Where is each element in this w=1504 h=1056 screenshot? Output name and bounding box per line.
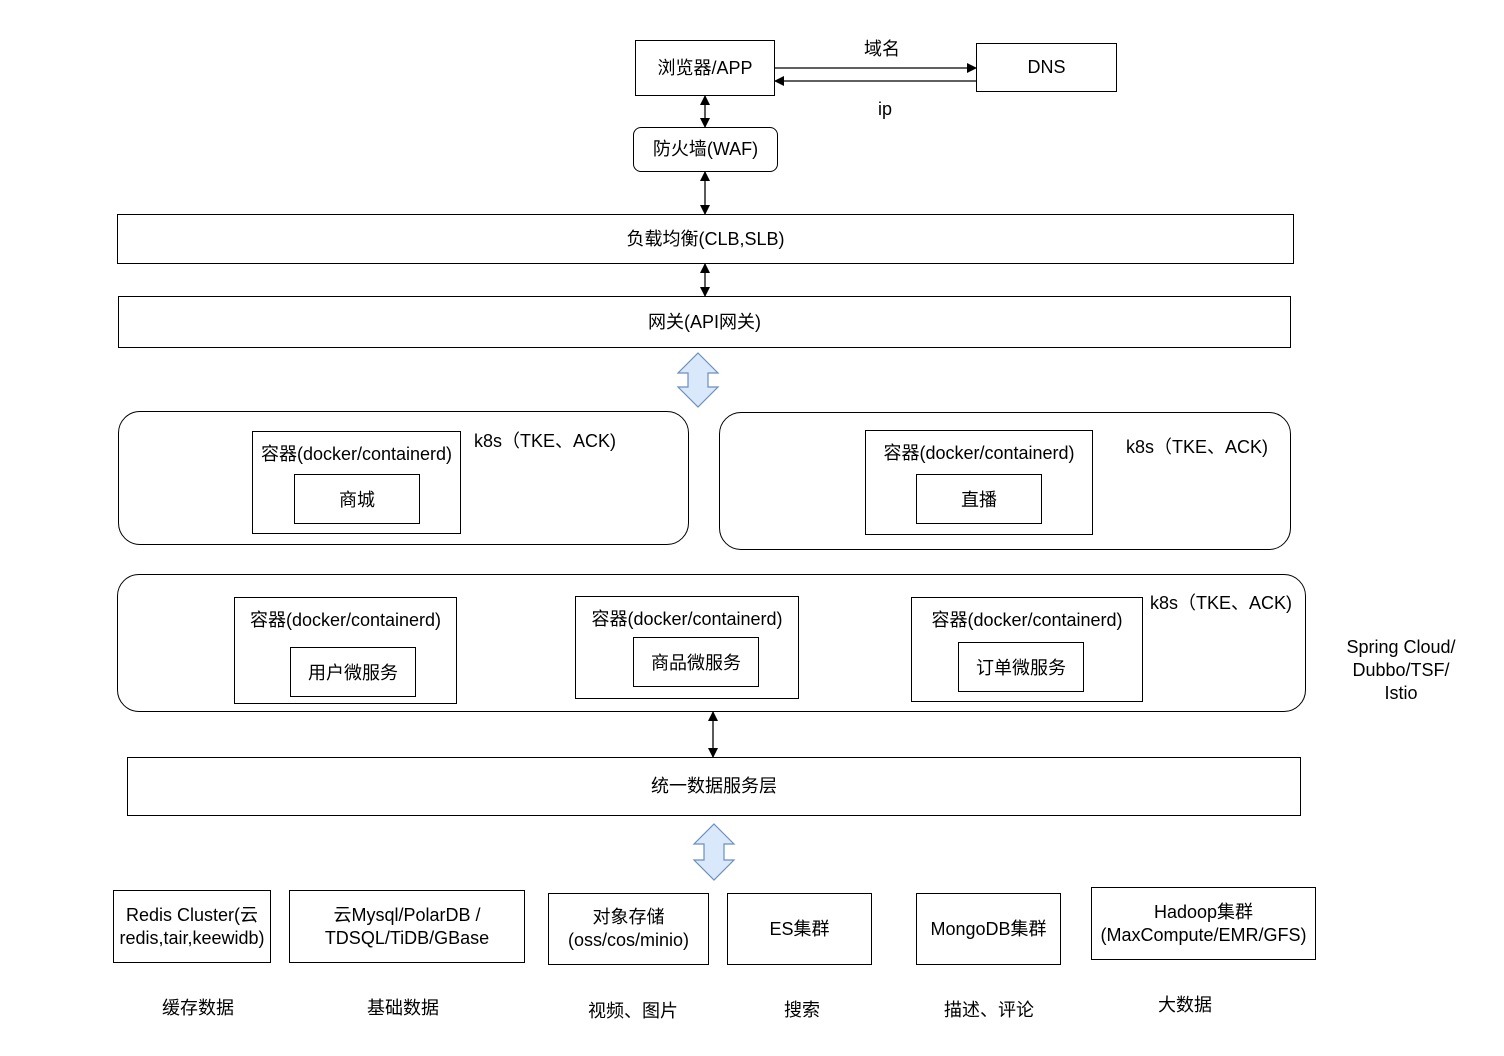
- k8s-cluster-live: k8s（TKE、ACK) 容器(docker/containerd) 直播: [719, 412, 1291, 550]
- container-live: 容器(docker/containerd) 直播: [865, 430, 1093, 535]
- caption-media: 视频、图片: [588, 1001, 678, 1021]
- caption-big-data: 大数据: [1158, 995, 1212, 1015]
- service-order-label: 订单微服务: [976, 658, 1066, 678]
- k8s-cluster-mall: k8s（TKE、ACK) 容器(docker/containerd) 商城: [118, 411, 689, 545]
- dns-box: DNS: [976, 43, 1117, 92]
- storage-object-box: 对象存储 (oss/cos/minio): [548, 893, 709, 965]
- domain-label: 域名: [864, 39, 900, 59]
- browser-app-label: 浏览器/APP: [657, 57, 753, 78]
- container-order: 容器(docker/containerd) 订单微服务: [911, 597, 1143, 702]
- service-live-label: 直播: [961, 490, 997, 510]
- service-user-label: 用户微服务: [308, 663, 398, 683]
- container-mall-title: 容器(docker/containerd): [260, 444, 453, 464]
- service-mall-label: 商城: [339, 490, 375, 510]
- container-user-title: 容器(docker/containerd): [249, 610, 442, 630]
- load-balancer-label: 负载均衡(CLB,SLB): [626, 228, 785, 249]
- container-product: 容器(docker/containerd) 商品微服务: [575, 596, 799, 699]
- service-live: 直播: [916, 474, 1042, 524]
- container-mall: 容器(docker/containerd) 商城: [252, 431, 461, 534]
- container-product-title: 容器(docker/containerd): [591, 609, 783, 629]
- k8s-cluster-live-label: k8s（TKE、ACK): [1126, 437, 1269, 457]
- storage-es-box: ES集群: [727, 893, 872, 965]
- container-user: 容器(docker/containerd) 用户微服务: [234, 597, 457, 704]
- gateway-bar: 网关(API网关): [118, 296, 1291, 348]
- service-product: 商品微服务: [633, 637, 759, 687]
- dns-label: DNS: [1027, 57, 1066, 77]
- gateway-label: 网关(API网关): [647, 311, 761, 332]
- waf-box: 防火墙(WAF): [633, 127, 778, 172]
- k8s-cluster-mall-label: k8s（TKE、ACK): [474, 431, 617, 451]
- block-arrow-data-storage: [692, 823, 736, 881]
- load-balancer-bar: 负载均衡(CLB,SLB): [117, 214, 1294, 264]
- storage-redis-box: Redis Cluster(云 redis,tair,keewidb): [113, 890, 271, 963]
- service-product-label: 商品微服务: [651, 653, 741, 673]
- container-live-title: 容器(docker/containerd): [883, 443, 1075, 463]
- data-service-bar: 统一数据服务层: [127, 757, 1301, 816]
- service-mall: 商城: [294, 474, 420, 524]
- caption-base-data: 基础数据: [367, 998, 439, 1018]
- storage-mongodb-box: MongoDB集群: [916, 893, 1061, 965]
- data-service-label: 统一数据服务层: [651, 776, 777, 796]
- caption-description-comment: 描述、评论: [944, 1000, 1034, 1020]
- ip-label: ip: [878, 99, 893, 119]
- service-user: 用户微服务: [290, 647, 416, 697]
- framework-note: Spring Cloud/ Dubbo/TSF/ Istio: [1346, 637, 1456, 703]
- k8s-cluster-microservices: k8s（TKE、ACK) 容器(docker/containerd) 用户微服务…: [117, 574, 1306, 712]
- caption-cache-data: 缓存数据: [162, 998, 234, 1018]
- block-arrow-gateway-clusters: [676, 352, 720, 408]
- container-order-title: 容器(docker/containerd): [931, 610, 1123, 630]
- browser-app-box: 浏览器/APP: [635, 40, 775, 96]
- waf-label: 防火墙(WAF): [652, 139, 759, 159]
- caption-search: 搜索: [784, 1000, 820, 1020]
- service-order: 订单微服务: [958, 642, 1084, 692]
- storage-mysql-box: 云Mysql/PolarDB / TDSQL/TiDB/GBase: [289, 890, 525, 963]
- storage-hadoop-box: Hadoop集群 (MaxCompute/EMR/GFS): [1091, 887, 1316, 960]
- k8s-cluster-microservices-label: k8s（TKE、ACK): [1150, 593, 1293, 613]
